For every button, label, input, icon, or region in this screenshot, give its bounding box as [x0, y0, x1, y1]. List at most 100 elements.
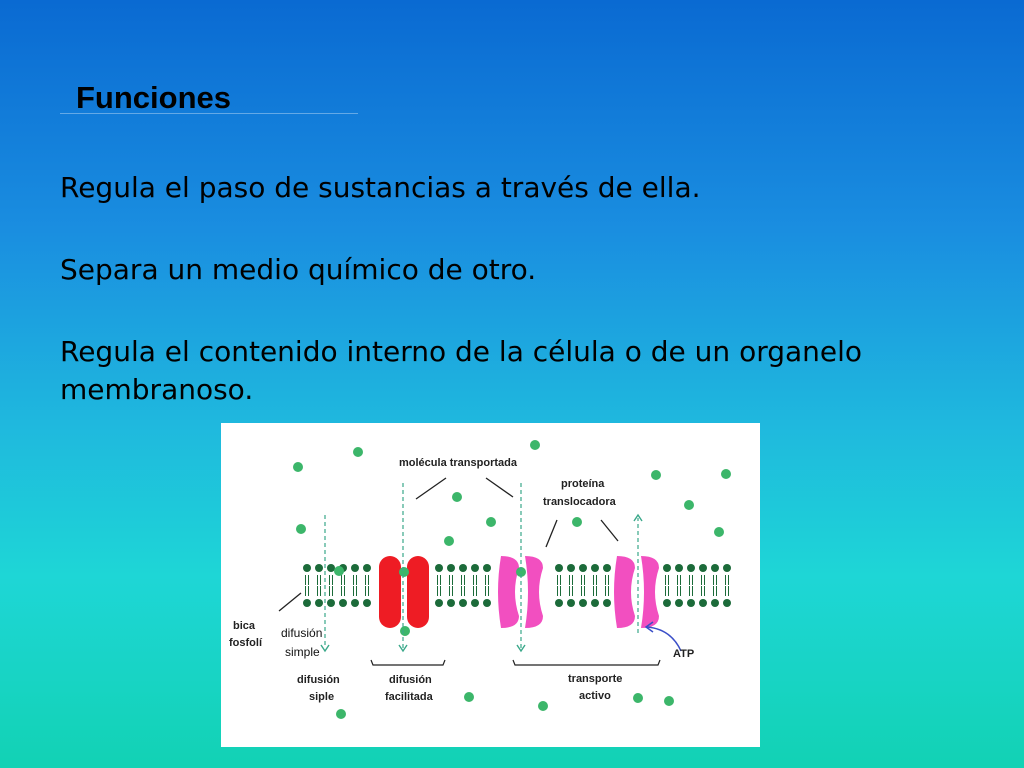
lipid-head [483, 599, 491, 607]
transported-molecules [293, 440, 731, 719]
arrowhead-simple [320, 644, 330, 653]
molecule [464, 692, 474, 702]
molecule [452, 492, 462, 502]
transport-arrows [324, 483, 639, 648]
lipid-head [603, 564, 611, 572]
molecule [538, 701, 548, 711]
lipid-head [339, 599, 347, 607]
arrowhead-channel [398, 644, 408, 653]
molecule [651, 470, 661, 480]
lipid-head [567, 564, 575, 572]
lipid-head [327, 599, 335, 607]
lipid-head [663, 564, 671, 572]
phospholipid-bilayer [303, 564, 731, 607]
molecule [664, 696, 674, 706]
label-atp: ATP [673, 648, 694, 660]
molecule [334, 566, 344, 576]
label-translocadora: translocadora [543, 496, 617, 508]
lipid-head [435, 599, 443, 607]
label-difusion-facilitada-line2: facilitada [385, 691, 434, 703]
lipid-head [303, 564, 311, 572]
lipid-head [675, 564, 683, 572]
lipid-head [663, 599, 671, 607]
arrowhead-active [633, 513, 643, 522]
channel-protein-left [379, 556, 401, 628]
lipid-head [567, 599, 575, 607]
label-difusion-siple-line2: siple [309, 691, 334, 703]
molecule [296, 524, 306, 534]
molecule [530, 440, 540, 450]
pointer-molecule-right [485, 477, 514, 498]
paragraph-membranoso: membranoso. [60, 373, 254, 406]
molecule [293, 462, 303, 472]
pointer-bilayer [278, 592, 302, 612]
lipid-head [723, 599, 731, 607]
paragraph-separa-medio: Separa un medio químico de otro. [60, 253, 537, 286]
channel-protein-right [407, 556, 429, 628]
label-bicapa: bica [233, 620, 256, 632]
molecule-in-channel [399, 567, 409, 577]
lipid-head [699, 564, 707, 572]
molecule [486, 517, 496, 527]
lipid-head [699, 599, 707, 607]
label-fosfolipidica: fosfolí [229, 637, 263, 649]
label-difusion-simple-line1: difusión [281, 626, 322, 640]
molecule-in-carrier [516, 567, 526, 577]
molecule [572, 517, 582, 527]
lipid-head [579, 599, 587, 607]
molecule [714, 527, 724, 537]
label-difusion-siple-line1: difusión [297, 674, 340, 686]
label-transporte-activo-line2: activo [579, 690, 611, 702]
lipid-head [447, 564, 455, 572]
lipid-head [591, 599, 599, 607]
lipid-head [555, 564, 563, 572]
molecule [721, 469, 731, 479]
carrier-protein-facilitated [498, 556, 543, 628]
molecule [353, 447, 363, 457]
lipid-head [459, 599, 467, 607]
channel-protein [379, 556, 429, 628]
molecule [336, 709, 346, 719]
membrane-diagram-svg: molécula transportada proteína transloca… [229, 440, 731, 719]
membrane-transport-diagram: molécula transportada proteína transloca… [221, 423, 760, 747]
lipid-head [303, 599, 311, 607]
atp-arrow [646, 626, 682, 652]
lipid-head [351, 599, 359, 607]
lipid-head [675, 599, 683, 607]
label-difusion-facilitada-line1: difusión [389, 674, 432, 686]
lipid-head [555, 599, 563, 607]
bracket-active [512, 659, 661, 666]
lipid-head [483, 564, 491, 572]
lipid-head [723, 564, 731, 572]
paragraph-regula-paso: Regula el paso de sustancias a través de… [60, 171, 701, 204]
lipid-head [687, 599, 695, 607]
atp-arrowhead [644, 621, 654, 633]
molecule [633, 693, 643, 703]
active-carrier-left [614, 556, 635, 628]
active-carrier-right [641, 556, 659, 628]
lipid-head [459, 564, 467, 572]
carrier-left-half [498, 556, 519, 628]
lipid-head [687, 564, 695, 572]
label-molecula-transportada: molécula transportada [399, 457, 518, 469]
lipid-head [315, 599, 323, 607]
molecule [684, 500, 694, 510]
title-underline [60, 113, 358, 114]
lipid-head [351, 564, 359, 572]
label-difusion-simple-line2: simple [285, 645, 320, 659]
arrow-heads [320, 513, 643, 653]
arrowhead-carrier [516, 644, 526, 653]
pointer-protein-left [545, 519, 558, 548]
lipid-head [591, 564, 599, 572]
lipid-head [447, 599, 455, 607]
group-brackets [370, 659, 661, 666]
bracket-facilitated [370, 659, 446, 666]
label-proteina: proteína [561, 478, 605, 490]
molecule [400, 626, 410, 636]
lipid-head [363, 599, 371, 607]
lipid-head [711, 564, 719, 572]
pointer-molecule-left [415, 477, 447, 500]
lipid-head [579, 564, 587, 572]
lipid-head [315, 564, 323, 572]
label-pointer-lines [278, 477, 619, 612]
